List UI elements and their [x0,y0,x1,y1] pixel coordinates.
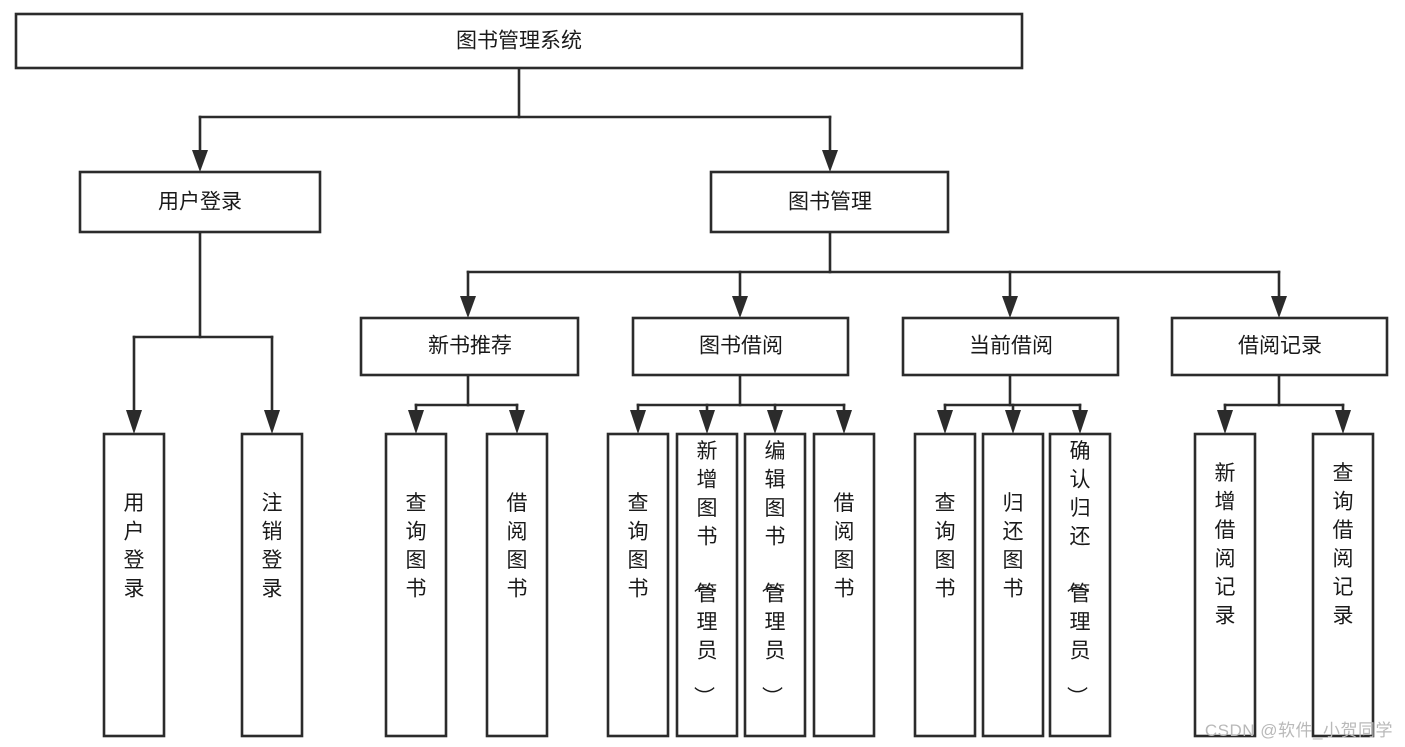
node-book-borrow-box[interactable] [631,316,850,377]
node-user-login-label: 用户登录 [158,191,242,214]
node-recommend-query-book-box[interactable] [384,432,448,738]
arrow-to-current-confirm-return [1072,410,1088,434]
node-current-borrow-box[interactable] [901,316,1120,377]
node-user-login-do-box[interactable] [102,432,166,738]
node-book-borrow[interactable]: 图书借阅 [631,316,850,377]
node-borrow-query-book-label: 查询图书 [628,492,649,601]
node-borrow-edit-book-box[interactable] [743,432,807,738]
leaf-labels: 用户登录 注销登录 查询图书 借阅图书 查询图书 新增图书（管理员） 编辑图书（… [124,440,1354,707]
node-recommend-borrow-book-box[interactable] [485,432,549,738]
arrow-to-book-manage [822,150,838,172]
node-current-query-book-box[interactable] [913,432,977,738]
arrow-to-current-borrow [1002,296,1018,318]
node-user-login-box[interactable] [78,170,322,234]
node-borrow-add-book-box[interactable] [675,432,739,738]
connector-group-current-borrow [937,373,1088,434]
arrow-to-user-logout [264,410,280,434]
arrow-to-record-add [1217,410,1233,434]
node-current-query-book-label: 查询图书 [935,492,956,601]
node-borrow-record-label: 借阅记录 [1238,335,1322,358]
node-current-return-book-box[interactable] [981,432,1045,738]
node-book-manage[interactable]: 图书管理 [709,170,950,234]
node-book-manage-label: 图书管理 [788,191,872,214]
node-book-manage-box[interactable] [709,170,950,234]
arrow-to-book-borrow [732,296,748,318]
arrow-to-recommend-borrow-book [509,410,525,434]
arrow-to-borrow-add-book [699,410,715,434]
node-new-book-recommend-box[interactable] [359,316,580,377]
node-borrow-edit-book-label: 编辑图书（管理员） [760,440,786,707]
node-current-confirm-return-label: 确认归还（管理员） [1065,440,1091,707]
node-borrow-add-book-label: 新增图书（管理员） [692,440,718,707]
node-root[interactable]: 图书管理系统 [14,12,1024,70]
node-root-box[interactable] [14,12,1024,70]
node-new-book-recommend[interactable]: 新书推荐 [359,316,580,377]
node-borrow-query-book-box[interactable] [606,432,670,738]
arrow-to-borrow-record [1271,296,1287,318]
arrow-to-new-book-recommend [460,296,476,318]
node-current-confirm-return-box[interactable] [1048,432,1112,738]
node-borrow-record[interactable]: 借阅记录 [1170,316,1389,377]
node-record-query-label: 查询借阅记录 [1333,462,1354,628]
arrow-to-borrow-query-book [630,410,646,434]
node-current-borrow[interactable]: 当前借阅 [901,316,1120,377]
node-current-return-book-label: 归还图书 [1003,492,1024,601]
connector-group-borrow-record [1217,373,1351,434]
arrow-to-current-query-book [937,410,953,434]
node-new-book-recommend-label: 新书推荐 [428,335,512,358]
connector-group-root [192,66,838,172]
arrow-to-borrow-edit-book [767,410,783,434]
arrow-to-current-return-book [1005,410,1021,434]
node-recommend-query-book-label: 查询图书 [406,492,427,601]
node-user-login[interactable]: 用户登录 [78,170,322,234]
connector-group-new-book-recommend [408,373,525,434]
node-current-borrow-label: 当前借阅 [969,335,1053,358]
node-user-logout-box[interactable] [240,432,304,738]
arrow-to-record-query [1335,410,1351,434]
connector-group-book-manage [460,230,1287,318]
leaf-boxes [102,432,1375,738]
arrow-to-user-login [192,150,208,172]
arrow-to-user-login-do [126,410,142,434]
arrow-to-recommend-query-book [408,410,424,434]
connector-group-book-borrow [630,373,852,434]
node-borrow-borrow-book-box[interactable] [812,432,876,738]
node-record-add-label: 新增借阅记录 [1215,462,1236,628]
node-record-query-box[interactable] [1311,432,1375,738]
node-borrow-record-box[interactable] [1170,316,1389,377]
watermark-text: CSDN @软件_小贺同学 [1204,721,1393,740]
node-borrow-borrow-book-label: 借阅图书 [834,492,855,601]
node-book-borrow-label: 图书借阅 [699,335,783,358]
node-user-login-do-label: 用户登录 [124,492,145,601]
connector-group-user-login [126,230,280,434]
node-root-label: 图书管理系统 [456,30,582,53]
arrow-to-borrow-borrow-book [836,410,852,434]
node-recommend-borrow-book-label: 借阅图书 [507,492,528,601]
node-user-logout-label: 注销登录 [262,492,283,601]
node-record-add-box[interactable] [1193,432,1257,738]
